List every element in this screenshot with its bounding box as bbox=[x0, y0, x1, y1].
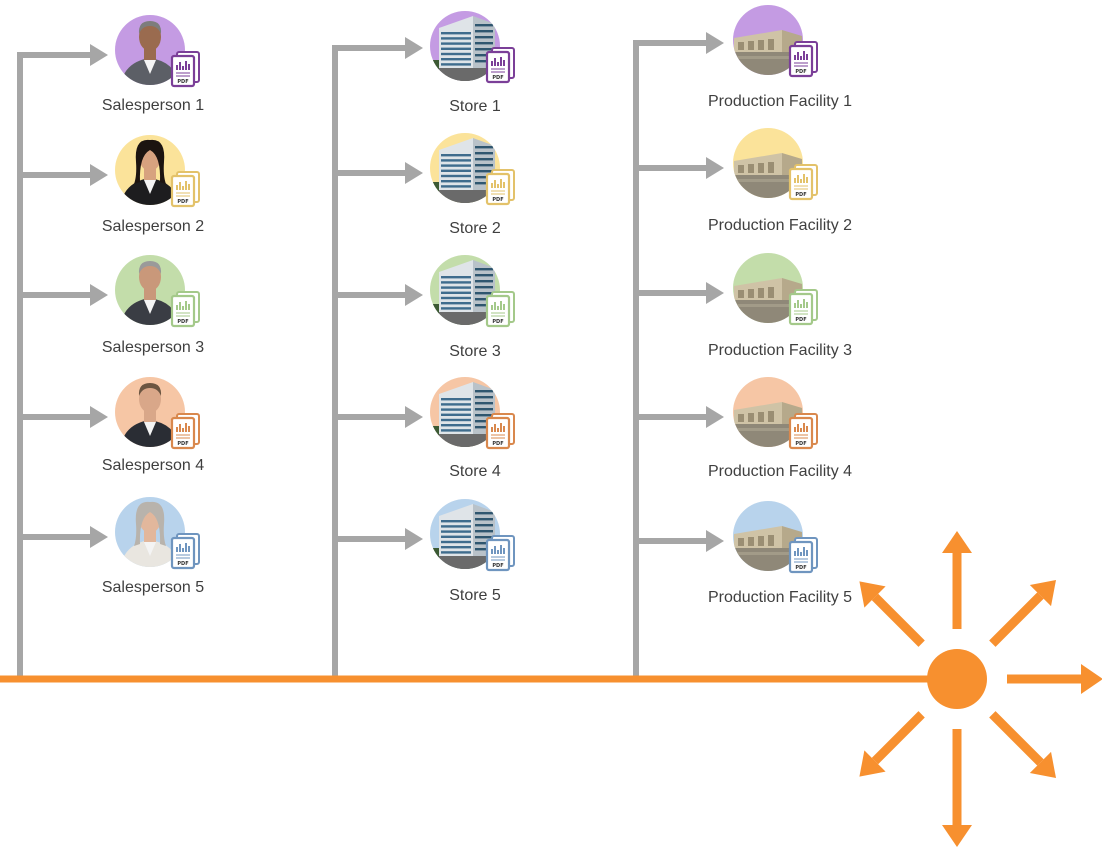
pdf-badge-text: PDF bbox=[492, 197, 503, 203]
node-label: Production Facility 1 bbox=[708, 93, 852, 110]
sunburst-hub-icon bbox=[859, 531, 1102, 847]
connector-arrow bbox=[636, 32, 724, 54]
node[interactable]: PDF bbox=[115, 135, 200, 210]
pdf-badge-text: PDF bbox=[492, 319, 503, 325]
hub-arrow bbox=[859, 581, 925, 647]
connector-arrow bbox=[335, 406, 423, 428]
pdf-badge-text: PDF bbox=[492, 441, 503, 447]
node-label: Production Facility 3 bbox=[708, 342, 852, 359]
node-label: Salesperson 2 bbox=[102, 218, 204, 235]
pdf-badge-text: PDF bbox=[492, 563, 503, 569]
pdf-document-icon: PDF bbox=[485, 169, 515, 206]
node-label: Salesperson 3 bbox=[102, 339, 204, 356]
connector-arrow bbox=[20, 526, 108, 548]
node-label: Salesperson 4 bbox=[102, 457, 204, 474]
pdf-badge-text: PDF bbox=[795, 69, 806, 75]
connector-arrow bbox=[335, 284, 423, 306]
connector-arrow bbox=[20, 44, 108, 66]
pdf-badge-text: PDF bbox=[795, 565, 806, 571]
node-label: Salesperson 5 bbox=[102, 579, 204, 596]
hub-arrow bbox=[1007, 664, 1102, 694]
node-label: Store 2 bbox=[449, 220, 501, 237]
pdf-badge-text: PDF bbox=[177, 199, 188, 205]
connector-arrow bbox=[20, 164, 108, 186]
node-label: Salesperson 1 bbox=[102, 97, 204, 114]
node-label: Store 5 bbox=[449, 587, 501, 604]
connector-arrow bbox=[636, 282, 724, 304]
hub-arrow bbox=[859, 711, 925, 777]
hub-arrow bbox=[989, 711, 1056, 778]
group-production-facilities: PDF Production Facility 1 PDF Production Fa… bbox=[708, 5, 852, 606]
connector-lines bbox=[17, 32, 724, 678]
connector-arrow bbox=[335, 528, 423, 550]
node-label: Store 1 bbox=[449, 98, 501, 115]
node-label: Store 3 bbox=[449, 343, 501, 360]
node-label: Production Facility 4 bbox=[708, 463, 852, 480]
node-label: Production Facility 2 bbox=[708, 217, 852, 234]
pdf-document-icon: PDF bbox=[788, 537, 818, 574]
pdf-document-icon: PDF bbox=[170, 413, 200, 450]
pdf-badge-text: PDF bbox=[795, 317, 806, 323]
pdf-document-icon: PDF bbox=[788, 164, 818, 201]
pdf-badge-text: PDF bbox=[795, 441, 806, 447]
pdf-document-icon: PDF bbox=[485, 47, 515, 84]
connector-arrow bbox=[20, 406, 108, 428]
node-label: Store 4 bbox=[449, 463, 501, 480]
pdf-badge-text: PDF bbox=[177, 561, 188, 567]
node-label: Production Facility 5 bbox=[708, 589, 852, 606]
node[interactable]: PDF bbox=[115, 15, 200, 90]
group-salespeople: PDF Salesperson 1 PDF Salesperson 2 PDF Sales… bbox=[102, 15, 204, 596]
node[interactable]: PDF bbox=[728, 5, 818, 80]
pdf-document-icon: PDF bbox=[788, 289, 818, 326]
pdf-document-icon: PDF bbox=[788, 413, 818, 450]
connector-arrow bbox=[335, 37, 423, 59]
connector-arrow bbox=[335, 162, 423, 184]
connector-arrow bbox=[20, 284, 108, 306]
node[interactable]: PDF bbox=[425, 133, 515, 212]
group-stores: PDF Store 1 PDF Store 2 PDF Store 3 PDF Store 4… bbox=[425, 11, 515, 604]
node[interactable]: PDF bbox=[115, 377, 200, 452]
pdf-badge-text: PDF bbox=[492, 75, 503, 81]
node[interactable]: PDF bbox=[728, 501, 818, 576]
node[interactable]: PDF bbox=[115, 255, 200, 330]
connector-arrow bbox=[636, 157, 724, 179]
office-building-icon bbox=[430, 504, 500, 569]
node[interactable]: PDF bbox=[425, 499, 515, 578]
node[interactable]: PDF bbox=[728, 253, 818, 328]
connector-arrow bbox=[636, 530, 724, 552]
pdf-badge-text: PDF bbox=[177, 79, 188, 85]
node[interactable]: PDF bbox=[425, 11, 515, 90]
office-building-icon bbox=[430, 260, 500, 325]
pdf-document-icon: PDF bbox=[170, 533, 200, 570]
hub-arrow bbox=[989, 580, 1056, 647]
hub-arrow bbox=[942, 531, 972, 629]
pdf-document-icon: PDF bbox=[485, 291, 515, 328]
pdf-badge-text: PDF bbox=[177, 441, 188, 447]
pdf-badge-text: PDF bbox=[795, 192, 806, 198]
node-groups: PDF Salesperson 1 PDF Salesperson 2 PDF Sales… bbox=[102, 5, 852, 606]
node[interactable]: PDF bbox=[728, 128, 818, 203]
node[interactable]: PDF bbox=[425, 255, 515, 334]
pdf-document-icon: PDF bbox=[170, 51, 200, 88]
pdf-document-icon: PDF bbox=[788, 41, 818, 78]
pdf-document-icon: PDF bbox=[170, 291, 200, 328]
node[interactable]: PDF bbox=[425, 377, 515, 456]
office-building-icon bbox=[430, 138, 500, 203]
hub-arrow bbox=[942, 729, 972, 847]
pdf-document-icon: PDF bbox=[485, 413, 515, 450]
pdf-document-icon: PDF bbox=[170, 171, 200, 208]
hub bbox=[859, 531, 1102, 847]
connector-arrow bbox=[636, 406, 724, 428]
hub-circle bbox=[927, 649, 987, 709]
pdf-badge-text: PDF bbox=[177, 319, 188, 325]
pdf-document-icon: PDF bbox=[485, 535, 515, 572]
node[interactable]: PDF bbox=[115, 497, 200, 572]
node[interactable]: PDF bbox=[728, 377, 818, 452]
